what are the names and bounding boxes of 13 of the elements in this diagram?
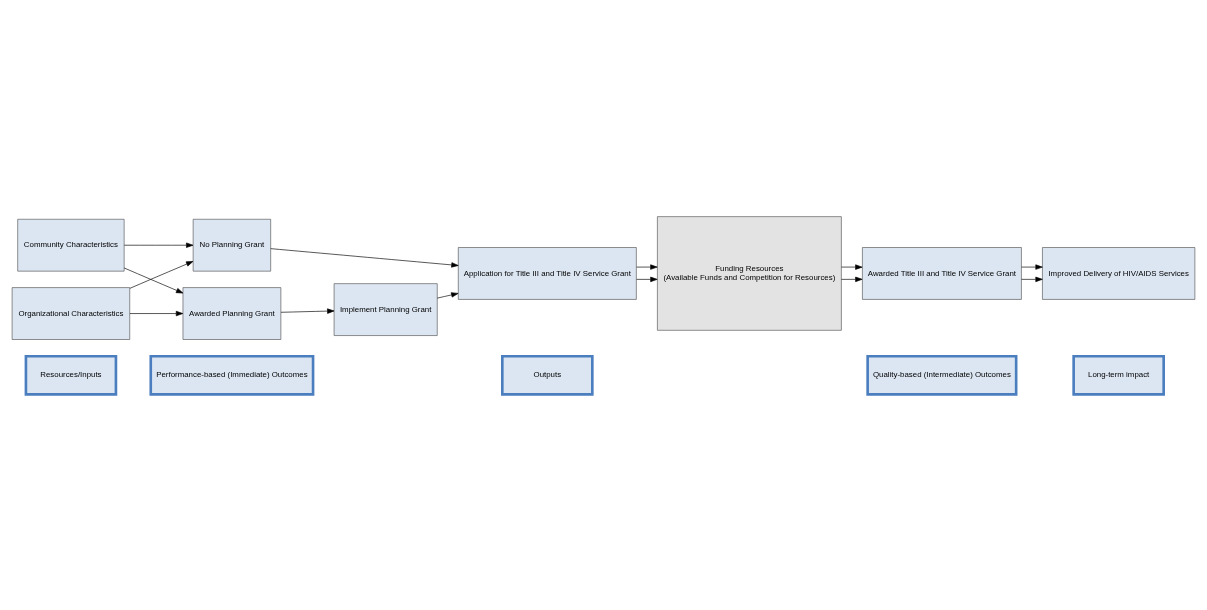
arrow <box>636 276 658 282</box>
arrow <box>636 263 658 270</box>
arrow <box>129 310 184 316</box>
arrow <box>1021 263 1043 270</box>
arrow <box>270 247 459 268</box>
arrow <box>841 263 863 270</box>
arrow <box>1021 276 1043 282</box>
arrow <box>841 276 863 282</box>
arrow <box>124 242 194 248</box>
arrow <box>280 307 335 314</box>
arrow <box>129 260 194 289</box>
arrow <box>123 267 184 293</box>
arrow <box>436 291 459 298</box>
